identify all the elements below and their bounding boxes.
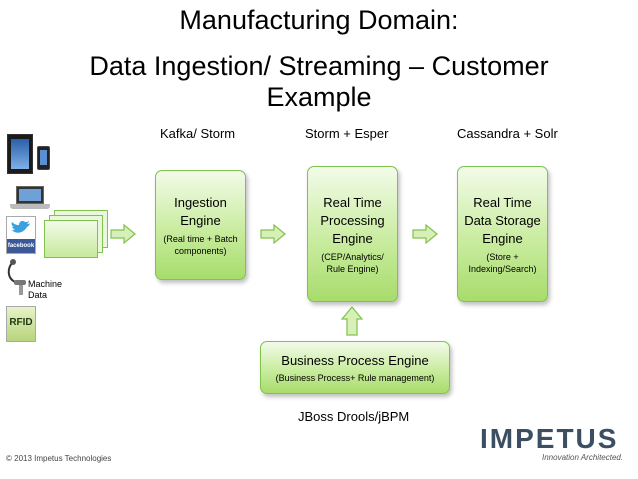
ingestion-engine-detail: (Real time + Batch components) [163, 233, 238, 256]
arrow-right-icon [260, 224, 286, 244]
storage-tech-label: Cassandra + Solr [457, 126, 558, 141]
ingestion-engine-title: Ingestion Engine [174, 194, 227, 228]
arrow-right-icon [412, 224, 438, 244]
business-process-engine-title: Business Process Engine [281, 352, 429, 368]
phone-icon [37, 146, 50, 170]
rfid-icon: RFID [6, 306, 36, 342]
machine-data-label: Machine Data [28, 279, 63, 300]
ingestion-tech-label: Kafka/ Storm [160, 126, 236, 141]
ingestion-engine-box: Ingestion Engine (Real time + Batch comp… [155, 170, 246, 280]
slide-subtitle-line1: Data Ingestion/ Streaming – Customer [89, 51, 549, 81]
sensor-cable-icon [7, 259, 26, 295]
processing-engine-title: Real Time Processing Engine [320, 194, 385, 246]
twitter-facebook-icon: facebook [6, 216, 36, 254]
business-process-engine-detail: (Business Process+ Rule management) [275, 372, 435, 383]
arrow-right-icon [110, 224, 136, 244]
business-tech-label: JBoss Drools/jBPM [298, 409, 410, 424]
processing-engine-detail: (CEP/Analytics/ Rule Engine) [321, 251, 384, 274]
tablet-icon [7, 134, 33, 174]
copyright-text: © 2013 Impetus Technologies [6, 454, 112, 463]
processing-tech-label: Storm + Esper [305, 126, 389, 141]
arrow-up-icon [341, 306, 363, 336]
slide-title: Manufacturing Domain: [179, 5, 459, 35]
storage-engine-title: Real Time Data Storage Engine [464, 194, 541, 246]
processing-engine-box: Real Time Processing Engine (CEP/Analyti… [307, 166, 398, 302]
stacked-documents-icon [44, 210, 110, 264]
storage-engine-box: Real Time Data Storage Engine (Store + I… [457, 166, 548, 302]
twitter-bird-icon [11, 221, 30, 233]
slide-subtitle-line2: Example [266, 82, 372, 112]
laptop-icon [10, 186, 50, 210]
business-process-engine-box: Business Process Engine (Business Proces… [260, 341, 450, 394]
storage-engine-detail: (Store + Indexing/Search) [468, 251, 537, 274]
impetus-logo: IMPETUS [480, 423, 619, 454]
impetus-tagline: Innovation Architected. [542, 453, 624, 462]
rfid-label: RFID [9, 317, 33, 328]
facebook-label: facebook [7, 239, 35, 253]
